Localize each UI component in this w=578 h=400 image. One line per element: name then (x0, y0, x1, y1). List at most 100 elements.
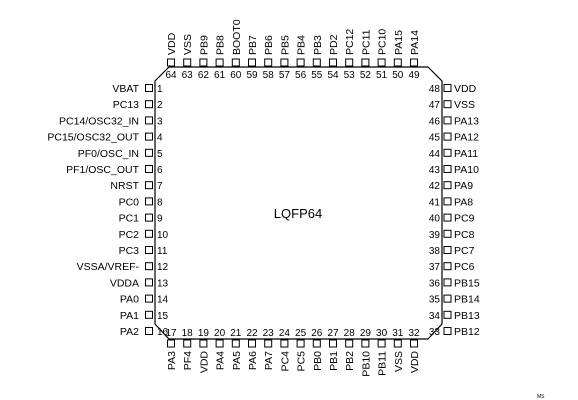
pin-number: 60 (230, 70, 242, 81)
pin-pad (443, 116, 452, 125)
pin-number: 30 (376, 328, 388, 339)
pin-number: 55 (311, 70, 323, 81)
pin-pad (215, 339, 224, 348)
pin-pad (167, 58, 175, 67)
pin-number: 53 (344, 70, 356, 81)
pin-number: 41 (429, 197, 441, 208)
pin-pad (145, 132, 153, 141)
pin-name: PB1 (328, 351, 340, 371)
pin-name: VDDA (110, 277, 139, 289)
pin-name: PA3 (166, 351, 178, 370)
pin-pad (296, 58, 305, 67)
pin-name: PC7 (454, 245, 475, 257)
pin-number: 32 (408, 328, 420, 339)
pin-name: PA6 (247, 351, 259, 370)
pin-name: PA15 (393, 30, 405, 55)
pin-name: PB4 (296, 35, 308, 55)
pin-pad (264, 339, 273, 348)
pin-pad (145, 229, 153, 238)
pin-number: 11 (157, 246, 168, 257)
pin-pad (329, 58, 337, 67)
pin-name: PD2 (328, 34, 340, 55)
pin-name: PB7 (247, 35, 259, 55)
pin-number: 46 (429, 116, 441, 127)
pin-pad (377, 339, 386, 348)
pin-pad (145, 100, 153, 109)
pin-number: 58 (263, 70, 275, 81)
pin-name: PA0 (120, 294, 139, 306)
pin-name: VDD (198, 351, 210, 374)
pin-name: VBAT (112, 83, 139, 95)
pin-pad (145, 246, 153, 254)
pin-pad (145, 197, 153, 206)
pin-pad (443, 148, 452, 157)
pin-number: 5 (157, 149, 163, 160)
pin-number: 6 (157, 165, 163, 176)
pin-pad (361, 339, 370, 348)
pin-number: 38 (429, 246, 441, 257)
pin-number: 24 (279, 328, 291, 339)
pin-number: 7 (157, 181, 163, 192)
pin-number: 1 (157, 84, 163, 95)
pin-name: PC14/OSC32_IN (59, 115, 139, 127)
pin-name: PA5 (231, 351, 243, 370)
pin-pad (145, 213, 153, 222)
pin-number: 4 (157, 133, 163, 144)
pin-pad (167, 339, 175, 348)
pin-number: 49 (408, 70, 420, 81)
pin-number: 59 (246, 70, 258, 81)
pin-name: PC6 (454, 261, 475, 273)
pin-number: 10 (157, 230, 169, 241)
pin-name: VSS (454, 99, 475, 111)
pin-number: 56 (295, 70, 307, 81)
pin-pad (393, 58, 402, 67)
pin-pad (443, 262, 452, 271)
figure-id: MS (537, 394, 545, 400)
pin-number: 21 (230, 328, 242, 339)
pin-name: PB5 (279, 35, 291, 55)
pin-number: 28 (344, 328, 356, 339)
pin-pad (145, 148, 153, 157)
pin-number: 14 (157, 295, 169, 306)
pin-pad (264, 58, 273, 67)
pin-pad (183, 58, 192, 67)
pin-pad (329, 339, 337, 348)
pin-number: 43 (429, 165, 441, 176)
pin-name: PB10 (360, 351, 372, 377)
pin-pad (443, 278, 452, 287)
pin-name: PC2 (119, 229, 140, 241)
pin-pad (248, 58, 256, 67)
pin-name: PA1 (120, 310, 139, 322)
pin-pad (443, 310, 452, 319)
pin-pad (231, 339, 240, 348)
pin-name: PB11 (377, 351, 389, 376)
pin-number: 44 (429, 149, 441, 160)
pin-number: 17 (165, 328, 177, 339)
pin-pad (145, 165, 153, 173)
pin-number: 62 (198, 70, 210, 81)
pin-number: 36 (429, 278, 441, 289)
pin-name: PB6 (263, 35, 275, 55)
pin-pad (145, 262, 153, 271)
pin-pad (296, 339, 305, 348)
pin-name: VSS (182, 34, 194, 55)
pin-name: PC10 (377, 29, 389, 55)
pin-number: 45 (429, 133, 441, 144)
pin-name: PA7 (263, 351, 275, 370)
pin-name: PA8 (454, 196, 473, 208)
pin-pad (443, 84, 452, 92)
pin-pad (248, 339, 256, 348)
pin-number: 16 (157, 327, 169, 338)
pin-pad (145, 84, 153, 92)
pin-name: VSS (393, 351, 405, 372)
pin-number: 19 (198, 328, 210, 339)
pin-pad (145, 327, 153, 335)
pin-pad (280, 58, 289, 67)
pin-pad (393, 339, 402, 348)
pin-name: PB0 (312, 351, 324, 371)
pin-pad (443, 327, 452, 335)
pin-number: 18 (182, 328, 194, 339)
pin-pad (345, 58, 354, 67)
pin-pad (199, 58, 208, 67)
pin-number: 29 (360, 328, 372, 339)
